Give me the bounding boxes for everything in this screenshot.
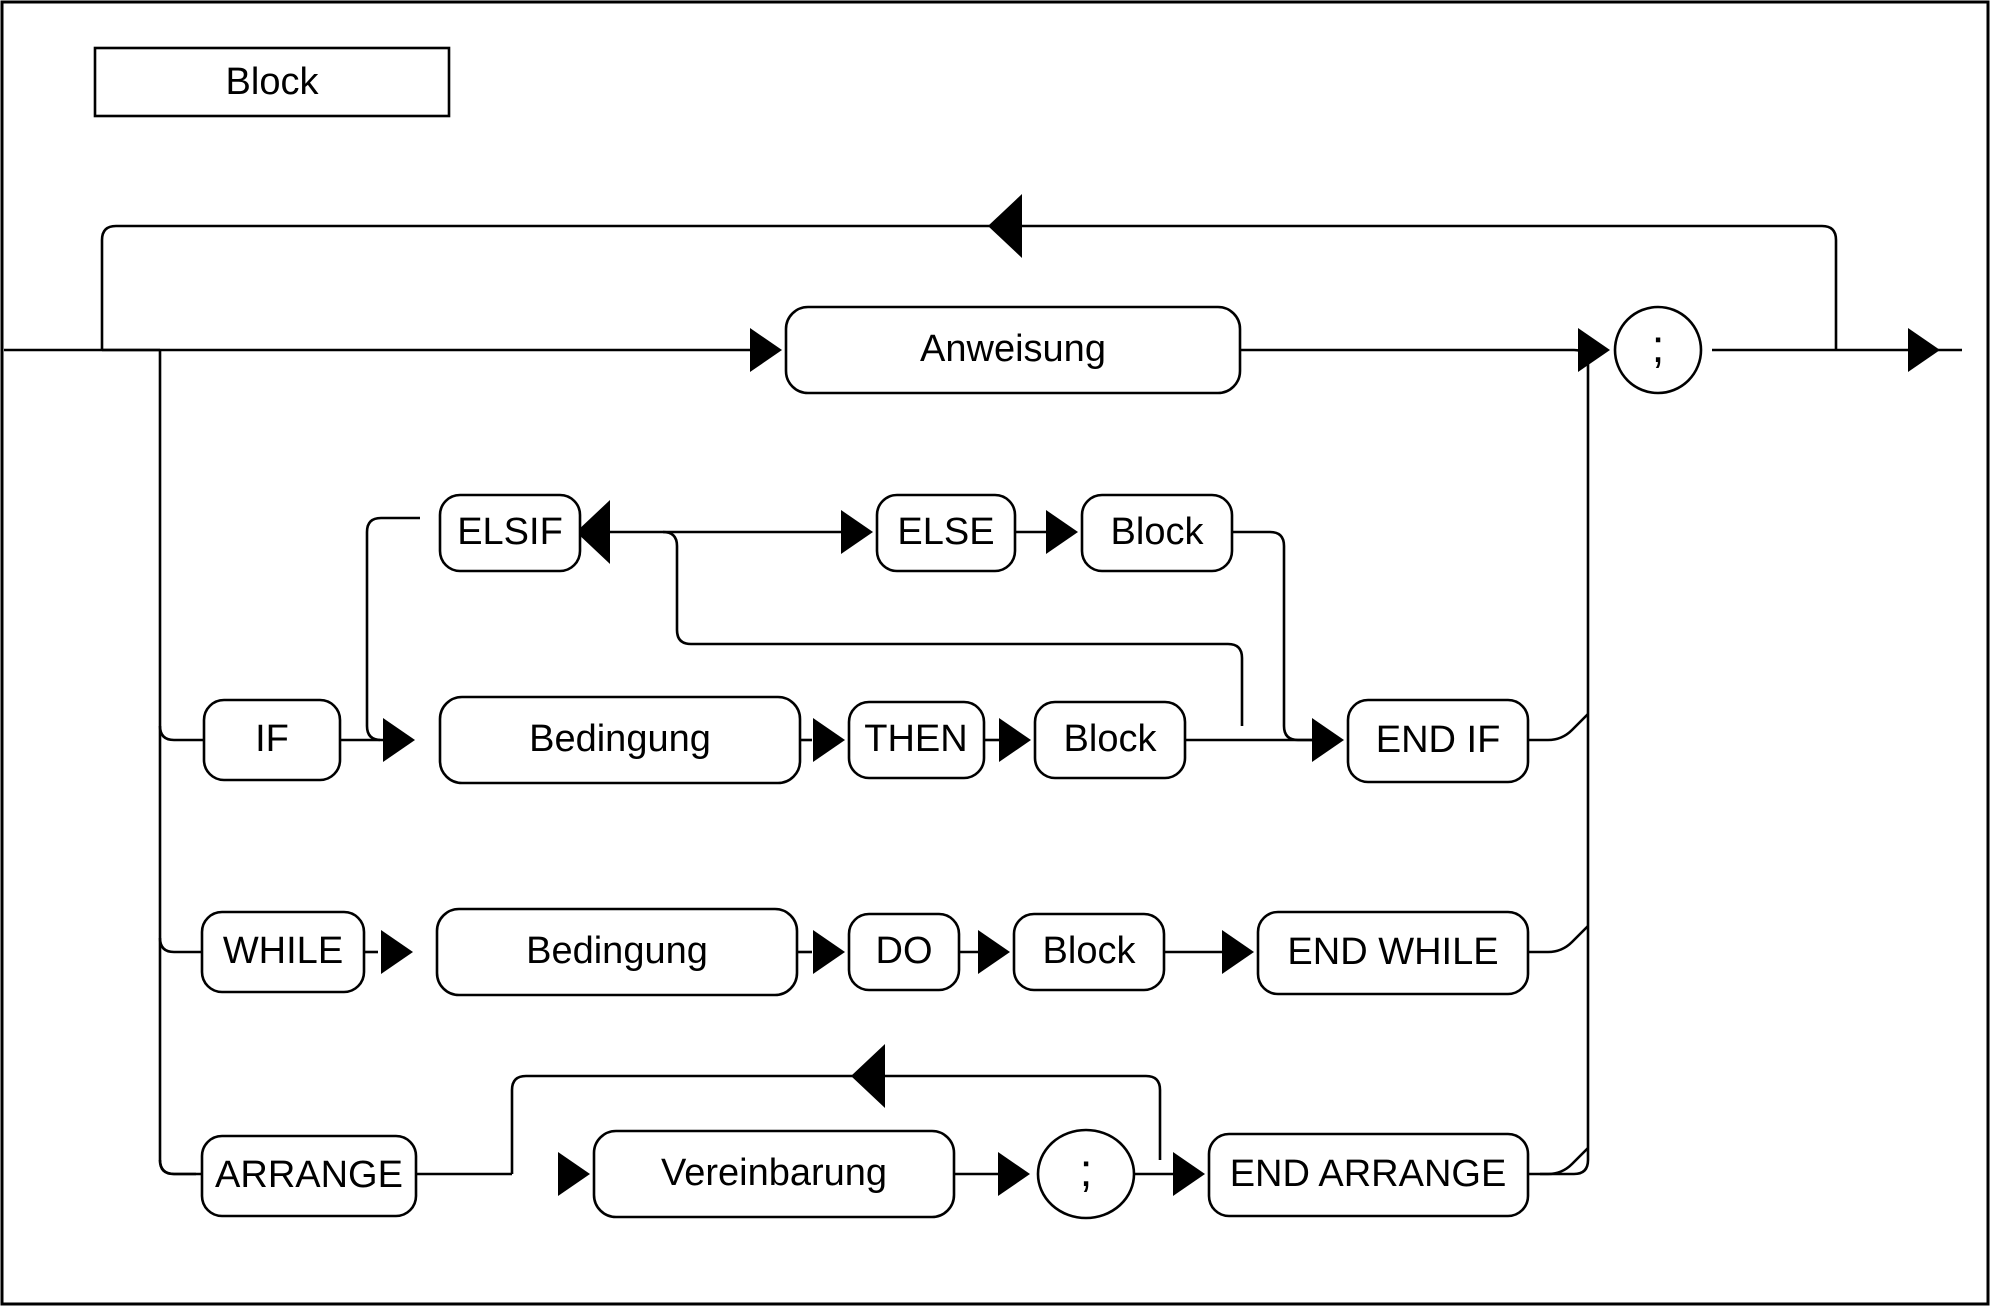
title-box-rect bbox=[93, 46, 451, 118]
arrow-into-if-bedingung-icon bbox=[383, 718, 415, 762]
node-semicolon-main[interactable]: ; bbox=[1578, 305, 1703, 395]
arrow-into-end-if-icon bbox=[1312, 718, 1344, 762]
title-label: Block bbox=[226, 61, 320, 103]
then-label: THEN bbox=[864, 718, 967, 760]
exit-arrow-icon bbox=[1908, 328, 1940, 372]
vereinbarung-loop-arrow-left-icon bbox=[851, 1044, 885, 1108]
anweisung-label: Anweisung bbox=[920, 328, 1106, 370]
arrange-label: ARRANGE bbox=[215, 1154, 403, 1196]
while-block-label: Block bbox=[1043, 930, 1137, 972]
while-bedingung-label: Bedingung bbox=[526, 930, 708, 972]
loop-arrow-left-icon bbox=[988, 194, 1022, 258]
semicolon-arrange-label: ; bbox=[1080, 1144, 1093, 1196]
elsif-loop-arrow-left-icon bbox=[576, 500, 610, 564]
if-label: IF bbox=[255, 718, 289, 760]
while-row: WHILE Bedingung DO Block END WHILE bbox=[158, 907, 1589, 997]
arrow-into-do-icon bbox=[813, 930, 845, 974]
anweisung-box[interactable] bbox=[784, 305, 1242, 395]
semicolon-main-circle[interactable] bbox=[1613, 305, 1703, 395]
if-bedingung-label: Bedingung bbox=[529, 718, 711, 760]
arrow-into-while-bedingung-icon bbox=[381, 930, 413, 974]
elsif-else-row: ELSE Block ELSIF bbox=[365, 493, 1316, 742]
arrow-into-then-block-icon bbox=[999, 718, 1031, 762]
title-box: Block bbox=[93, 46, 451, 118]
arrow-into-vereinbarung-icon bbox=[558, 1152, 590, 1196]
vereinbarung-label: Vereinbarung bbox=[661, 1152, 887, 1194]
semicolon-main-label: ; bbox=[1652, 320, 1665, 372]
else-label: ELSE bbox=[897, 511, 994, 553]
do-label: DO bbox=[876, 930, 933, 972]
else-block-label: Block bbox=[1111, 511, 1205, 553]
statement-repeat-loop bbox=[100, 194, 1838, 350]
arrow-into-while-block-icon bbox=[978, 930, 1010, 974]
elsif-label: ELSIF bbox=[457, 511, 563, 553]
if-row: IF Bedingung THEN Block END IF bbox=[158, 695, 1589, 785]
arrow-into-anweisung-icon bbox=[750, 328, 782, 372]
node-anweisung[interactable]: Anweisung bbox=[750, 305, 1242, 395]
end-arrange-label: END ARRANGE bbox=[1230, 1153, 1507, 1195]
elsif-box[interactable] bbox=[438, 493, 582, 573]
arrow-into-semicolon-arrange-icon bbox=[998, 1152, 1030, 1196]
while-label: WHILE bbox=[223, 930, 343, 972]
end-if-label: END IF bbox=[1376, 719, 1501, 761]
end-while-label: END WHILE bbox=[1287, 931, 1498, 973]
arrow-into-then-icon bbox=[813, 718, 845, 762]
arrow-into-else-block-icon bbox=[1046, 510, 1078, 554]
arrow-into-end-arrange-icon bbox=[1173, 1152, 1205, 1196]
arrow-into-else-icon bbox=[841, 510, 873, 554]
then-block-label: Block bbox=[1064, 718, 1158, 760]
arrow-into-semicolon-icon bbox=[1578, 328, 1610, 372]
arrange-row: ARRANGE Vereinbarung ; END ARRANGE bbox=[158, 1044, 1589, 1220]
arrow-into-end-while-icon bbox=[1222, 930, 1254, 974]
arrange-box[interactable] bbox=[200, 1134, 418, 1218]
